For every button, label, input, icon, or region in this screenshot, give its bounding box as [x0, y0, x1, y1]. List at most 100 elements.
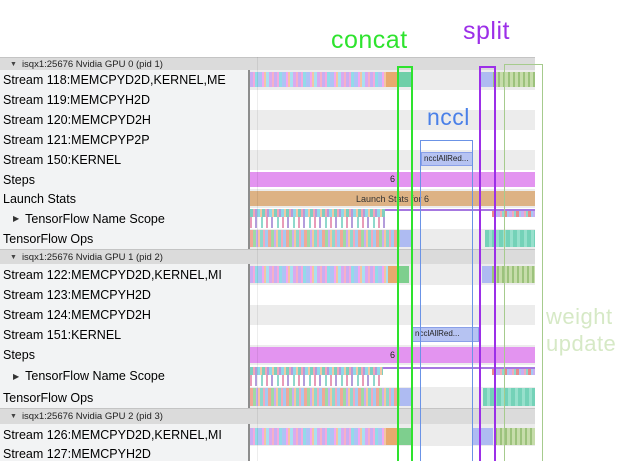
namescope-line[interactable]	[383, 367, 535, 369]
ops-weight-update-strip[interactable]	[485, 230, 535, 247]
timeline-namescope-gpu0	[250, 208, 535, 229]
weight-update-highlight-rect	[504, 64, 543, 461]
expand-icon[interactable]: ▶	[13, 371, 20, 381]
timeline-stream124	[250, 305, 535, 325]
table-row-stream151: Stream 151:KERNEL ncclAllRed...	[0, 325, 535, 345]
step-number: 6	[389, 350, 395, 360]
split-highlight-rect	[479, 66, 496, 461]
split-annotation-label: split	[463, 17, 510, 45]
table-row-stream150: Stream 150:KERNEL ncclAllRed...	[0, 150, 535, 170]
table-row-stream121: Stream 121:MEMCPYP2P	[0, 130, 535, 150]
timeline-stream126	[250, 424, 535, 446]
concat-event-segment[interactable]	[398, 428, 413, 445]
row-label-stream151[interactable]: Stream 151:KERNEL	[0, 325, 250, 345]
collapse-icon[interactable]: ▼	[10, 253, 17, 261]
step-bar[interactable]	[250, 347, 535, 363]
weight-update-annotation-label: weight update	[546, 303, 616, 357]
event-segment[interactable]	[386, 72, 398, 87]
ops-weight-update-strip[interactable]	[483, 388, 535, 406]
row-label-stream124[interactable]: Stream 124:MEMCPYD2H	[0, 305, 250, 325]
event-segment[interactable]	[388, 266, 399, 283]
gpu0-header-label: isqx1:25676 Nvidia GPU 0 (pid 1)	[21, 58, 163, 70]
kernel-events-strip[interactable]	[250, 428, 386, 445]
table-row-steps-gpu0: Steps 6	[0, 170, 535, 189]
row-label-launch-stats[interactable]: Launch Stats	[0, 189, 250, 208]
gpu1-section-header[interactable]: ▼ isqx1:25676 Nvidia GPU 1 (pid 2)	[0, 249, 535, 264]
timeline-stream119	[250, 90, 535, 110]
concat-annotation-label: concat	[331, 26, 408, 54]
timeline-stream151: ncclAllRed...	[250, 325, 535, 345]
table-row-stream124: Stream 124:MEMCPYD2H	[0, 305, 535, 325]
gpu0-section-header[interactable]: ▼ isqx1:25676 Nvidia GPU 0 (pid 1)	[0, 57, 535, 70]
timeline-ops-gpu1	[250, 387, 535, 408]
concat-event-segment[interactable]	[398, 72, 412, 87]
timeline-steps-gpu0: 6	[250, 170, 535, 189]
row-label-stream127[interactable]: Stream 127:MEMCPYH2D	[0, 446, 250, 461]
gpu2-header-label: isqx1:25676 Nvidia GPU 2 (pid 3)	[21, 411, 163, 422]
row-label-ops-gpu1[interactable]: TensorFlow Ops	[0, 387, 250, 408]
row-label-steps-gpu0[interactable]: Steps	[0, 170, 250, 189]
row-label-stream122[interactable]: Stream 122:MEMCPYD2D,KERNEL,MI	[0, 264, 250, 285]
namescope-label-text: TensorFlow Name Scope	[25, 211, 165, 226]
split-event-segment[interactable]	[480, 72, 493, 87]
weight-update-events-strip[interactable]	[495, 428, 535, 445]
timeline-stream118	[250, 70, 535, 90]
namescope-cluster[interactable]	[492, 211, 535, 217]
collapse-icon[interactable]: ▼	[10, 413, 17, 420]
timeline-steps-gpu1: 6	[250, 345, 535, 365]
timeline-ops-gpu0	[250, 229, 535, 249]
namescope-cluster[interactable]	[492, 369, 535, 375]
table-row-ops-gpu1: TensorFlow Ops	[0, 387, 535, 408]
weight-update-events-strip[interactable]	[492, 266, 535, 283]
row-label-stream119[interactable]: Stream 119:MEMCPYH2D	[0, 90, 250, 110]
collapse-icon[interactable]: ▼	[10, 60, 17, 68]
table-row-stream120: Stream 120:MEMCPYD2H	[0, 110, 535, 130]
row-label-steps-gpu1[interactable]: Steps	[0, 345, 250, 365]
step-bar[interactable]	[250, 172, 535, 187]
expand-icon[interactable]: ▶	[13, 214, 20, 223]
kernel-events-strip[interactable]	[250, 266, 388, 283]
row-label-stream126[interactable]: Stream 126:MEMCPYD2D,KERNEL,MI	[0, 424, 250, 446]
row-label-stream118[interactable]: Stream 118:MEMCPYD2D,KERNEL,ME	[0, 70, 250, 90]
split-event-segment[interactable]	[482, 266, 492, 283]
namescope-label-text: TensorFlow Name Scope	[25, 369, 165, 383]
timeline-stream150: ncclAllRed...	[250, 150, 535, 170]
nccl-highlight-rect	[420, 140, 473, 461]
row-label-namescope-gpu0[interactable]: ▶ TensorFlow Name Scope	[0, 208, 250, 229]
event-segment[interactable]	[386, 428, 398, 445]
table-row-stream118: Stream 118:MEMCPYD2D,KERNEL,ME	[0, 70, 535, 90]
namescope-line[interactable]	[385, 209, 535, 211]
ops-event-segment[interactable]	[400, 230, 411, 247]
namescope-teeth[interactable]	[250, 375, 383, 386]
table-row-stream119: Stream 119:MEMCPYH2D	[0, 90, 535, 110]
ops-event-segment[interactable]	[400, 388, 411, 406]
row-label-stream123[interactable]: Stream 123:MEMCPYH2D	[0, 285, 250, 305]
ops-events-strip[interactable]	[250, 230, 400, 247]
row-label-ops-gpu0[interactable]: TensorFlow Ops	[0, 229, 250, 249]
weight-update-line1: weight	[546, 304, 613, 329]
table-row-stream127: Stream 127:MEMCPYH2D	[0, 446, 535, 461]
timeline-stream127	[250, 446, 535, 461]
kernel-events-strip[interactable]	[250, 72, 386, 87]
gpu2-section-header[interactable]: ▼ isqx1:25676 Nvidia GPU 2 (pid 3)	[0, 408, 535, 424]
row-label-stream121[interactable]: Stream 121:MEMCPYP2P	[0, 130, 250, 150]
nccl-annotation-label: nccl	[427, 104, 470, 130]
weight-update-events-strip[interactable]	[493, 72, 535, 87]
timeline-namescope-gpu1	[250, 365, 535, 387]
namescope-strip[interactable]	[250, 209, 385, 217]
row-label-stream120[interactable]: Stream 120:MEMCPYD2H	[0, 110, 250, 130]
timeline-stream121	[250, 130, 535, 150]
timeline-stream120	[250, 110, 535, 130]
ops-events-strip[interactable]	[250, 388, 400, 406]
gpu1-header-label: isqx1:25676 Nvidia GPU 1 (pid 2)	[21, 251, 163, 263]
row-label-namescope-gpu1[interactable]: ▶ TensorFlow Name Scope	[0, 365, 250, 387]
split-event-segment[interactable]	[473, 428, 493, 445]
launch-stats-bar[interactable]: Launch Stats for 6	[250, 191, 535, 206]
table-row-stream126: Stream 126:MEMCPYD2D,KERNEL,MI	[0, 424, 535, 446]
row-label-stream150[interactable]: Stream 150:KERNEL	[0, 150, 250, 170]
timeline-stream122	[250, 264, 535, 285]
namescope-teeth[interactable]	[250, 217, 385, 228]
concat-event-segment[interactable]	[399, 266, 409, 283]
table-row-launch-stats: Launch Stats Launch Stats for 6	[0, 189, 535, 208]
namescope-strip[interactable]	[250, 367, 383, 375]
